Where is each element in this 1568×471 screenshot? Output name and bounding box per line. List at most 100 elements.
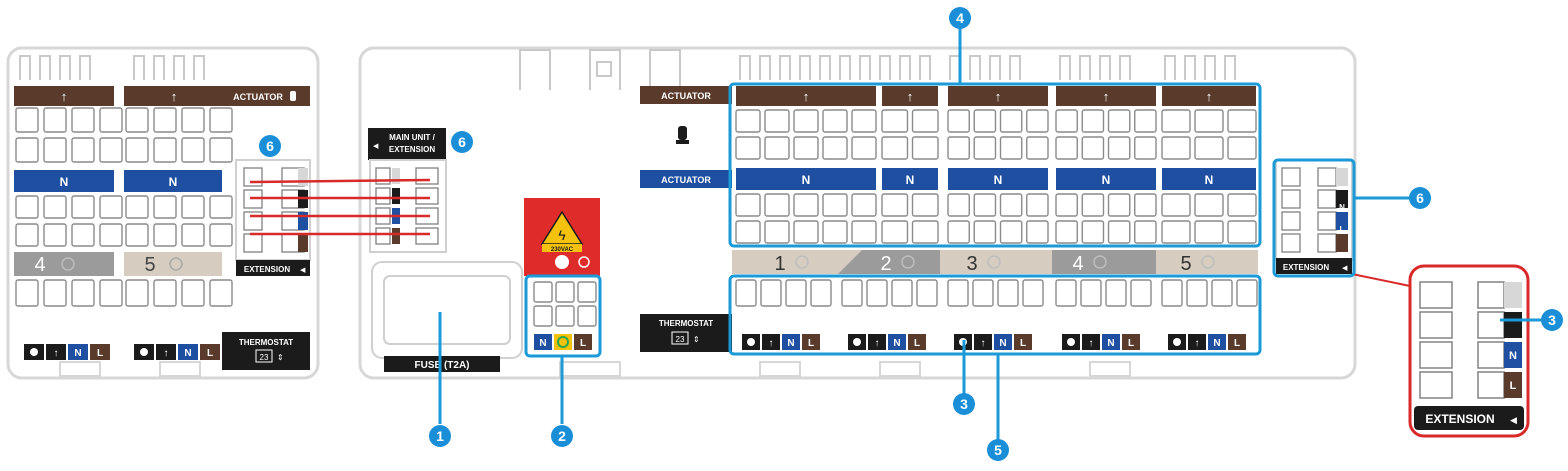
- highlight-thermostat-zones: [728, 274, 1262, 356]
- terminal-cell: [15, 279, 39, 307]
- terminal-cell: [125, 279, 149, 307]
- terminal-cell: [866, 279, 888, 307]
- terminal-cell: [1227, 136, 1257, 160]
- terminal-cell: [153, 223, 177, 247]
- actuator-label-main: [640, 86, 732, 104]
- terminal-cell: [1081, 109, 1105, 133]
- terminal-cell: [43, 279, 67, 307]
- terminal-cell: [15, 137, 39, 163]
- extension-tag: [1336, 234, 1348, 252]
- channel-number-3: 3: [966, 253, 977, 275]
- terminal-cell: [71, 195, 95, 219]
- l-terminal-tag: [200, 344, 220, 360]
- terminal-cell: [1105, 279, 1127, 307]
- l-terminal-tag: [908, 334, 926, 350]
- arrow-up-icon: ↑: [1195, 338, 1200, 349]
- n-label: N: [1213, 338, 1220, 349]
- l-terminal-tag: [90, 344, 110, 360]
- actuator-strip-left-2: [124, 86, 310, 106]
- terminal-cell: [822, 136, 848, 160]
- terminal-cell: [973, 220, 997, 244]
- terminal-cell: [243, 211, 263, 231]
- terminal-cell: [1134, 136, 1157, 160]
- ground-icon: [557, 336, 569, 348]
- channel-number-4: 4: [1072, 253, 1083, 275]
- terminal-cell: [793, 136, 819, 160]
- n-terminal-tag: [1102, 334, 1120, 350]
- terminal-cell: [1227, 109, 1257, 133]
- power-icon: [578, 256, 590, 268]
- arrow-up-icon: ↑: [61, 89, 68, 104]
- terminal-cell: [735, 109, 761, 133]
- terminal-cell: [1107, 136, 1131, 160]
- callout-5-number: 5: [994, 442, 1002, 458]
- clock-icon: [140, 348, 148, 356]
- terminal-cell: [71, 137, 95, 163]
- terminal-cell: [881, 220, 909, 244]
- extension-tag: [1504, 372, 1522, 398]
- n-label: N: [1509, 350, 1517, 362]
- terminal-cell: [822, 193, 848, 217]
- n-strip-zone: [882, 168, 938, 190]
- callout-6-marker: [451, 131, 473, 153]
- n-label: N: [994, 173, 1003, 187]
- terminal-cell: [1317, 167, 1337, 187]
- terminal-cell: [125, 137, 149, 163]
- signal-terminal-tag: [156, 344, 176, 360]
- status-led: [555, 255, 569, 269]
- channel-number-left-5: 5: [144, 254, 155, 276]
- callout-3-marker: [1541, 309, 1563, 331]
- terminal-cell: [1055, 193, 1078, 217]
- l-label: L: [580, 338, 586, 349]
- terminal-cell: [851, 220, 877, 244]
- l-label: L: [97, 348, 103, 359]
- terminal-cell: [99, 137, 123, 163]
- led-icon: [1201, 255, 1215, 269]
- terminal-cell: [1317, 211, 1337, 231]
- terminal-cell: [153, 107, 177, 133]
- actuator-icon-base: [676, 140, 689, 144]
- terminal-cell: [1236, 279, 1258, 307]
- terminal-cell: [577, 305, 597, 327]
- terminal-cell: [99, 223, 123, 247]
- terminal-cell: [1161, 279, 1183, 307]
- terminal-cell: [1026, 220, 1049, 244]
- main-unit-label: [368, 128, 446, 160]
- terminal-cell: [793, 193, 819, 217]
- terminal-cell: [125, 195, 149, 219]
- terminal-cell: [153, 195, 177, 219]
- terminal-cell: [209, 137, 233, 163]
- actuator-strip-zone: [736, 86, 876, 106]
- main-unit-text-2: EXTENSION: [389, 145, 435, 154]
- terminal-cell: [1227, 193, 1257, 217]
- terminal-cell: [1317, 189, 1337, 209]
- terminal-cell: [1281, 189, 1301, 209]
- terminal-cell: [1477, 311, 1505, 339]
- terminal-cell: [555, 281, 575, 303]
- terminal-cell: [99, 195, 123, 219]
- terminal-cell: [209, 107, 233, 133]
- led-icon: [1093, 255, 1107, 269]
- actuator-label-left: ACTUATOR: [233, 92, 283, 102]
- terminal-cell: [181, 195, 205, 219]
- n-terminal-tag: [888, 334, 906, 350]
- n-label: N: [999, 338, 1006, 349]
- terminal-cell: [785, 279, 807, 307]
- terminal-cell: [999, 136, 1023, 160]
- highlights: [438, 24, 1542, 440]
- terminal-cell: [43, 107, 67, 133]
- terminal-cell: [1194, 136, 1224, 160]
- n-terminal-tag: [1208, 334, 1226, 350]
- signal-terminal-tag: [1188, 334, 1206, 350]
- terminal-cell: [533, 281, 553, 303]
- tri-right-icon: ◀: [373, 143, 379, 150]
- signal-terminal-tag: [1082, 334, 1100, 350]
- callout-2-number: 2: [558, 428, 566, 444]
- thermostat-text-left: THERMOSTAT: [239, 338, 293, 347]
- terminal-cell: [851, 109, 877, 133]
- arrow-up-icon: ↑: [1206, 89, 1213, 104]
- terminal-cell: [973, 136, 997, 160]
- terminal-cell: [851, 193, 877, 217]
- terminal-cell: [999, 220, 1023, 244]
- terminal-cell: [947, 136, 970, 160]
